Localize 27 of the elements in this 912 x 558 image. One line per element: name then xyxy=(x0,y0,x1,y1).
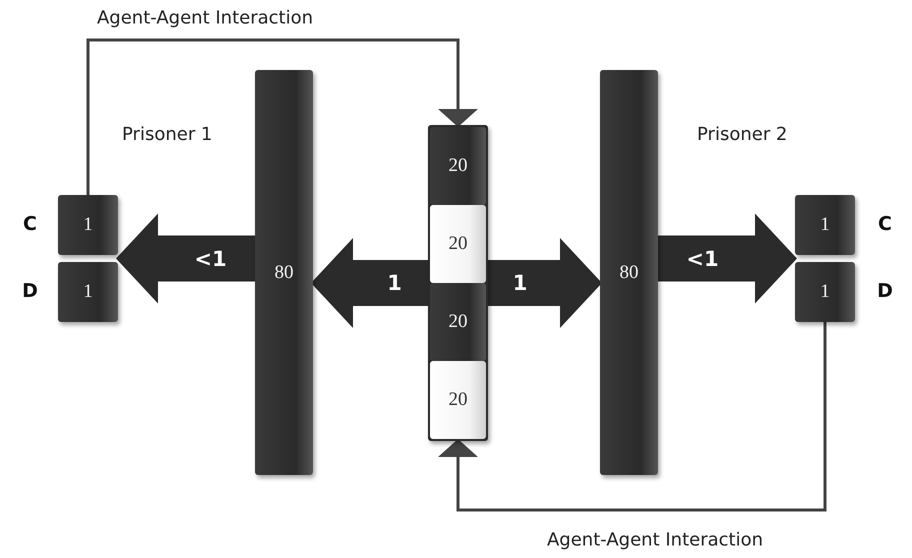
block-arrow xyxy=(116,214,255,304)
value-tile: 20 xyxy=(430,361,486,439)
value-tile: 20 xyxy=(430,127,486,205)
block-arrow xyxy=(658,214,797,304)
arrow xyxy=(438,322,826,512)
arrow xyxy=(86,38,478,195)
value-tile: 20 xyxy=(430,205,486,283)
value-tile: 1 xyxy=(795,195,855,255)
row-label: D xyxy=(876,280,894,302)
row-label: C xyxy=(877,213,893,235)
value-tile: 20 xyxy=(430,283,486,361)
edge-label: <1 xyxy=(685,246,720,270)
block-arrow xyxy=(311,238,428,328)
player-label: Prisoner 1 xyxy=(122,124,212,145)
value-tile: 1 xyxy=(795,262,855,322)
value-tile: 1 xyxy=(58,195,118,255)
edge-label: <1 xyxy=(193,246,228,270)
row-label: C xyxy=(22,213,38,235)
value-bar: 80 xyxy=(255,70,313,475)
edge-label: 1 xyxy=(512,271,528,295)
value-tile: 1 xyxy=(58,262,118,322)
player-label: Prisoner 2 xyxy=(697,124,788,145)
edge-label: 1 xyxy=(386,271,403,295)
row-label: D xyxy=(21,280,39,302)
block-arrow xyxy=(488,238,602,328)
value-bar: 80 xyxy=(600,70,658,475)
stack-bar xyxy=(428,125,488,441)
